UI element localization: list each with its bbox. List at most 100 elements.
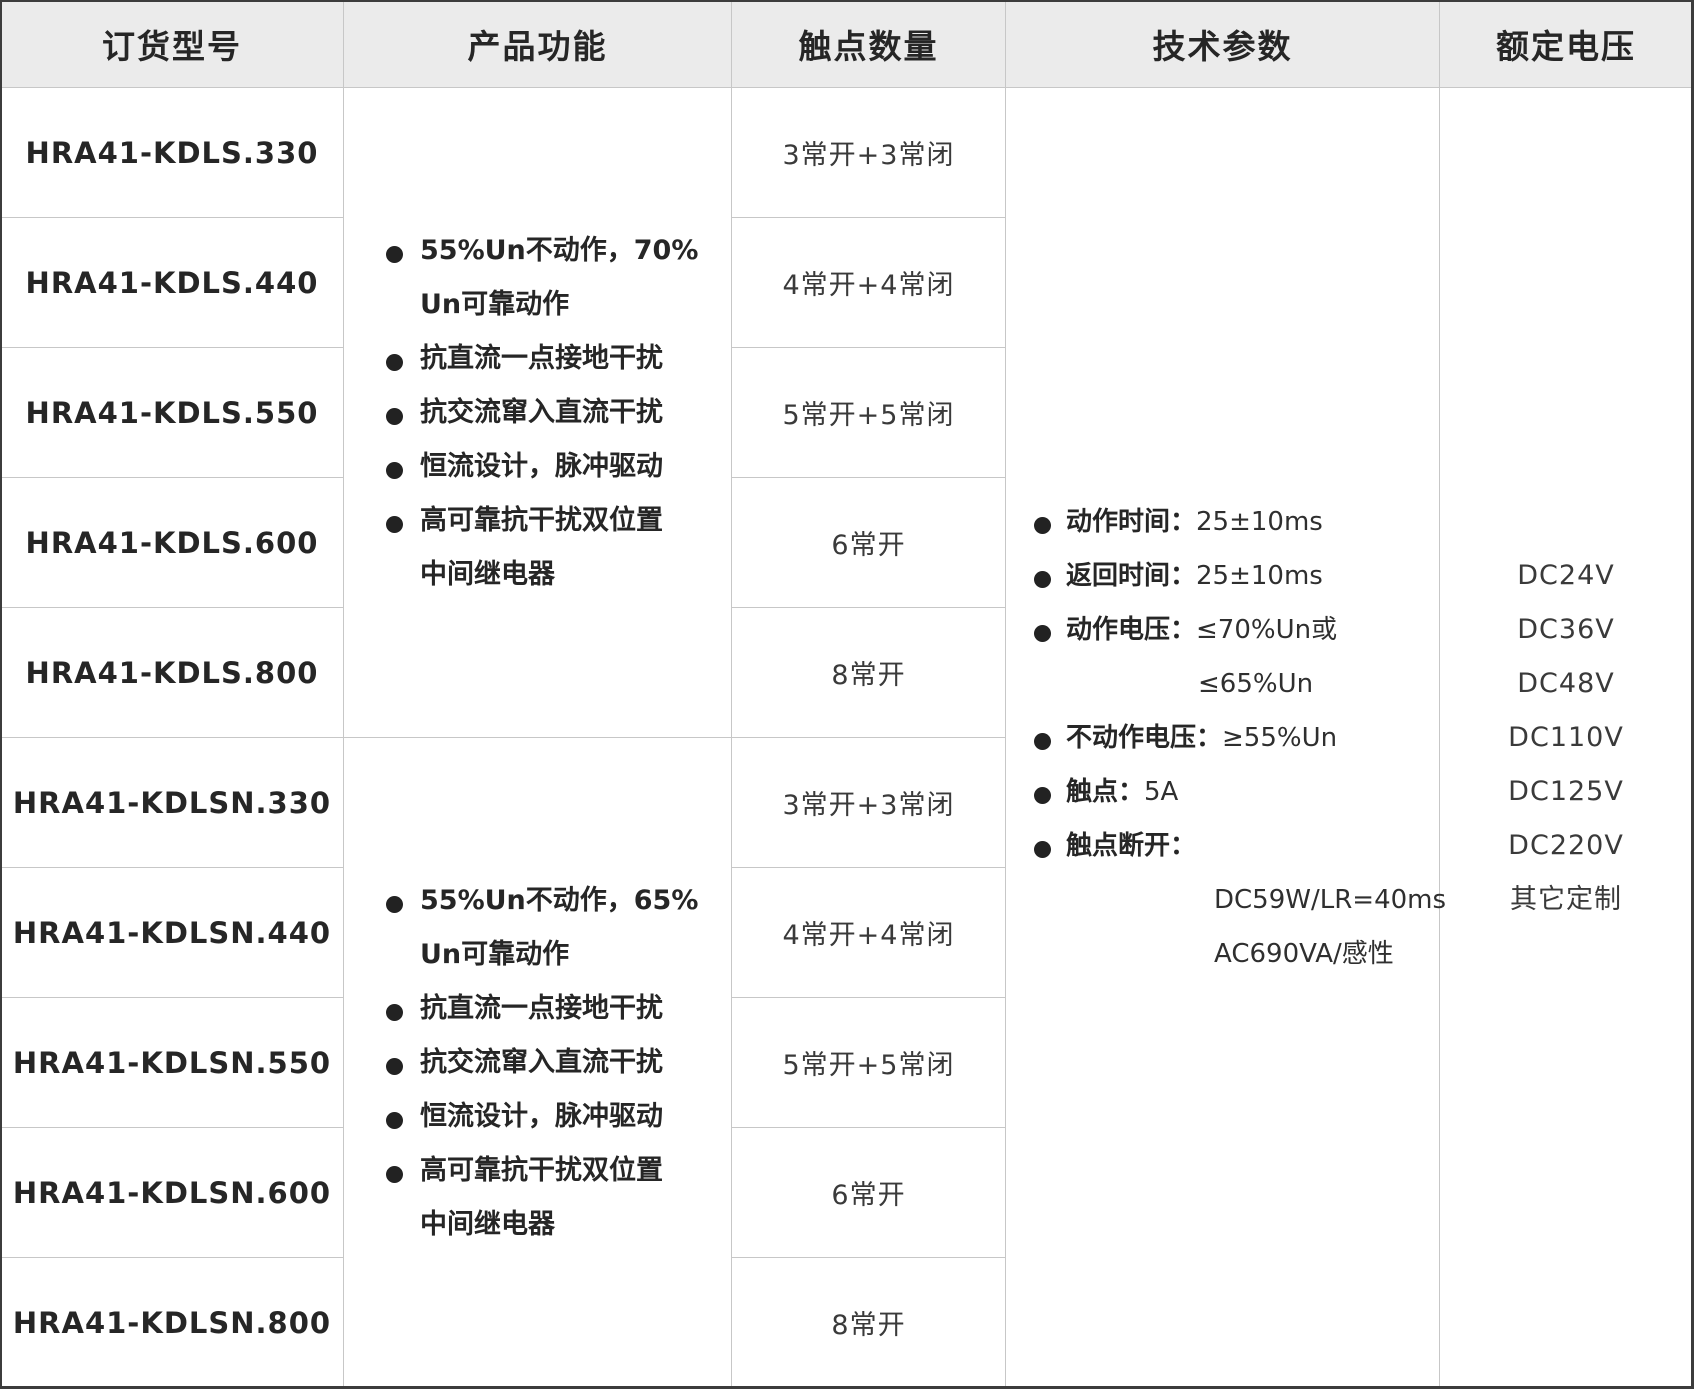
bullet-icon [386, 515, 403, 533]
tech-param-label: 动作时间： [1066, 506, 1197, 537]
contacts-cell: 3常开+3常闭 [731, 87, 1006, 218]
bullet-icon [386, 1165, 403, 1183]
tech-param-item: 不动作电压：≥55%Un [1034, 711, 1439, 765]
contacts-cell: 6常开 [731, 1127, 1006, 1258]
voltage-item: DC48V [1517, 667, 1615, 699]
model-cell: HRA41-KDLS.440 [0, 217, 344, 348]
function-line: Un可靠动作 [420, 288, 570, 320]
function-item: 抗交流窜入直流干扰 [386, 1036, 731, 1090]
contacts-cell: 6常开 [731, 477, 1006, 608]
bullet-icon [1034, 570, 1051, 588]
table-row: HRA41-KDLS.600 6常开 [0, 477, 1693, 608]
voltage-item: DC125V [1508, 775, 1624, 807]
contacts-cell: 4常开+4常闭 [731, 217, 1006, 348]
model-cell: HRA41-KDLS.600 [0, 477, 344, 608]
model-cell: HRA41-KDLS.800 [0, 607, 344, 738]
bullet-icon [386, 245, 403, 263]
function-line: Un可靠动作 [420, 938, 570, 970]
function-item: 恒流设计，脉冲驱动 [386, 1090, 731, 1144]
model-cell: HRA41-KDLSN.550 [0, 997, 344, 1128]
tech-param-item: 触点：5A [1034, 765, 1439, 819]
tech-param-label: 动作电压： [1066, 614, 1197, 645]
function-item: 抗直流一点接地干扰 [386, 982, 731, 1036]
tech-params-cell: 动作时间：25±10ms 返回时间：25±10ms 动作电压：≤70%Un或 ≤65%… [1005, 87, 1447, 1388]
voltage-item: DC24V [1517, 559, 1615, 591]
tech-param-item: 动作时间：25±10ms [1034, 495, 1439, 549]
table-row: HRA41-KDLSN.600 6常开 [0, 1127, 1693, 1258]
tech-param-value: ≥55%Un [1222, 722, 1338, 753]
tech-param-value: 25±10ms [1196, 560, 1323, 591]
function-line: 恒流设计，脉冲驱动 [420, 1100, 663, 1132]
voltage-list: DC24V DC36V DC48V DC110V DC125V DC220V 其它定制 [1440, 549, 1692, 927]
tech-param-value: ≤70%Un或 [1196, 614, 1338, 645]
header-row: 订货型号 产品功能 触点数量 技术参数 额定电压 [0, 0, 1693, 88]
bullet-icon [386, 1057, 403, 1075]
voltage-item: 其它定制 [1510, 883, 1622, 915]
header-contacts: 触点数量 [731, 0, 1006, 88]
bullet-icon [1034, 624, 1051, 642]
tech-param-sub: AC690VA/感性 [1214, 938, 1394, 969]
table-row: HRA41-KDLSN.550 5常开+5常闭 [0, 997, 1693, 1128]
function-line: 抗交流窜入直流干扰 [420, 396, 663, 428]
header-model: 订货型号 [0, 0, 344, 88]
contacts-cell: 5常开+5常闭 [731, 997, 1006, 1128]
function-line: 抗直流一点接地干扰 [420, 342, 663, 374]
bullet-icon [386, 895, 403, 913]
function-item: 抗直流一点接地干扰 [386, 332, 731, 386]
model-cell: HRA41-KDLS.330 [0, 87, 344, 218]
contacts-cell: 8常开 [731, 1257, 1006, 1388]
function-cell: 55%Un不动作，70% Un可靠动作抗直流一点接地干扰抗交流窜入直流干扰恒流设计… [343, 87, 732, 738]
model-cell: HRA41-KDLS.550 [0, 347, 344, 478]
function-line: 抗直流一点接地干扰 [420, 992, 663, 1024]
function-line: 高可靠抗干扰双位置 [420, 504, 663, 536]
contacts-cell: 3常开+3常闭 [731, 737, 1006, 868]
function-cell: 55%Un不动作，65% Un可靠动作抗直流一点接地干扰抗交流窜入直流干扰恒流设计… [343, 737, 732, 1388]
function-line: 中间继电器 [420, 558, 555, 590]
function-line: 55%Un不动作，65% [420, 884, 699, 916]
function-item: 恒流设计，脉冲驱动 [386, 440, 731, 494]
model-cell: HRA41-KDLSN.600 [0, 1127, 344, 1258]
model-cell: HRA41-KDLSN.440 [0, 867, 344, 998]
tech-param-label: 触点断开： [1066, 830, 1197, 861]
header-function: 产品功能 [343, 0, 732, 88]
header-tech-params: 技术参数 [1005, 0, 1440, 88]
tech-param-label: 触点： [1066, 776, 1145, 807]
tech-param-label: 返回时间： [1066, 560, 1197, 591]
bullet-icon [386, 1111, 403, 1129]
model-cell: HRA41-KDLSN.330 [0, 737, 344, 868]
contacts-cell: 8常开 [731, 607, 1006, 738]
bullet-icon [1034, 516, 1051, 534]
bullet-icon [386, 1003, 403, 1021]
bullet-icon [386, 407, 403, 425]
contacts-cell: 5常开+5常闭 [731, 347, 1006, 478]
table-row: HRA41-KDLS.440 4常开+4常闭 [0, 217, 1693, 348]
function-item: 抗交流窜入直流干扰 [386, 386, 731, 440]
function-item: 55%Un不动作，65% Un可靠动作 [386, 874, 731, 982]
bullet-icon [1034, 840, 1051, 858]
table-row: HRA41-KDLS.800 8常开 [0, 607, 1693, 738]
tech-param-value: 5A [1144, 776, 1179, 807]
function-list: 55%Un不动作，70% Un可靠动作抗直流一点接地干扰抗交流窜入直流干扰恒流设计… [344, 224, 731, 602]
function-item: 55%Un不动作，70% Un可靠动作 [386, 224, 731, 332]
function-line: 中间继电器 [420, 1208, 555, 1240]
function-line: 抗交流窜入直流干扰 [420, 1046, 663, 1078]
header-rated-voltage: 额定电压 [1439, 0, 1693, 88]
bullet-icon [386, 461, 403, 479]
tech-param-continuation: ≤65%Un [1198, 668, 1314, 699]
voltage-item: DC36V [1517, 613, 1615, 645]
table-row: HRA41-KDLSN.330 55%Un不动作，65% Un可靠动作抗直流一点接地… [0, 737, 1693, 1388]
voltage-item: DC220V [1508, 829, 1624, 861]
function-item: 高可靠抗干扰双位置中间继电器 [386, 1144, 731, 1252]
bullet-icon [386, 353, 403, 371]
tech-param-sub: DC59W/LR=40ms [1214, 884, 1447, 915]
function-line: 55%Un不动作，70% [420, 234, 699, 266]
bullet-icon [1034, 786, 1051, 804]
function-line: 恒流设计，脉冲驱动 [420, 450, 663, 482]
function-item: 高可靠抗干扰双位置中间继电器 [386, 494, 731, 602]
voltage-item: DC110V [1508, 721, 1624, 753]
tech-param-item: 动作电压：≤70%Un或 ≤65%Un [1034, 603, 1439, 711]
contacts-cell: 4常开+4常闭 [731, 867, 1006, 998]
tech-params-list: 动作时间：25±10ms 返回时间：25±10ms 动作电压：≤70%Un或 ≤65%… [1006, 495, 1447, 981]
